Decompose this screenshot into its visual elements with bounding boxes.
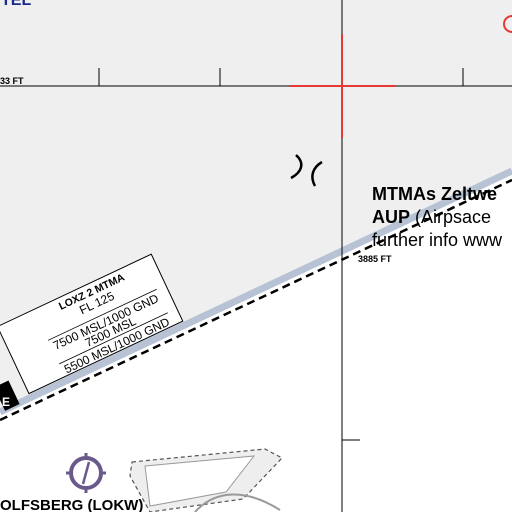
airspace-boundary-band (0, 167, 512, 416)
aerodrome-inner (144, 455, 256, 507)
note-aup-bold: AUP (372, 207, 411, 227)
note-title: MTMAs Zeltwe (372, 184, 498, 204)
note-aup-line: AUP (Airpsace (372, 206, 512, 229)
mtma-note: MTMAs Zeltwe AUP (Airpsace further info … (372, 183, 512, 252)
svg-text:E: E (2, 395, 10, 409)
edge-label-tab: E (0, 380, 20, 411)
top-label-fragment: TEL (1, 0, 31, 9)
airport-label: OLFSBERG (LOKW) (0, 497, 143, 512)
aerodrome-curve (194, 493, 281, 512)
note-further-info: further info www (372, 230, 503, 250)
note-aup-rest: (Airpsace (410, 207, 492, 227)
altitude-label-mid: 3885 FT (358, 254, 392, 264)
red-point-marker (503, 15, 512, 33)
mtma-info-box (0, 253, 184, 395)
mountain-pass-icon (290, 154, 323, 187)
altitude-label-left: 33 FT (0, 76, 24, 86)
airport-icon (66, 453, 106, 493)
airspace-boundary-dashed (0, 178, 512, 422)
